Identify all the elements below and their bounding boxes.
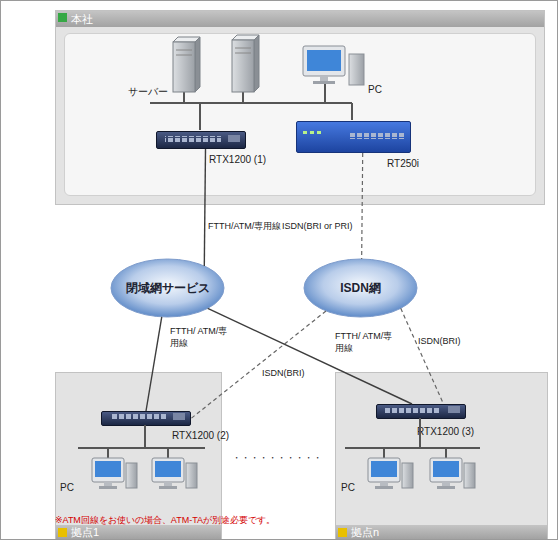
band-marker	[338, 528, 347, 537]
link-label: ISDN(BRI)	[262, 367, 305, 379]
device-label: RTX1200 (3)	[417, 426, 474, 437]
inner-panel	[64, 33, 536, 196]
isdn-link	[362, 153, 363, 259]
pc-icon	[368, 458, 413, 489]
text-label: ・・・・・・・・・・	[232, 452, 322, 465]
cloud-text-holder: 閉域網サービス	[110, 258, 225, 318]
router-device: RTX1200 (1)	[156, 131, 246, 149]
site-box: 本社 RTX1200 (1) RT250i	[55, 10, 545, 205]
device-label: RTX1200 (1)	[209, 154, 266, 165]
link-label: FTTH/ATM/専用線	[208, 220, 281, 232]
router-device: RTX1200 (2)	[101, 411, 191, 426]
site-band: 本社	[56, 11, 544, 27]
wan-link	[204, 149, 205, 266]
pc-icon	[430, 458, 475, 489]
isdn-link	[401, 308, 444, 404]
site-name: 拠点1	[71, 525, 99, 539]
site-name: 拠点n	[351, 525, 379, 539]
cloud-name: 閉域網サービス	[126, 280, 210, 297]
site-band: 拠点1	[56, 525, 221, 539]
link-label: ISDN(BRI or PRI)	[282, 220, 353, 232]
pc-icon	[152, 458, 197, 489]
router-ports	[110, 131, 460, 420]
server-icon	[173, 37, 200, 92]
network-cloud: ISDN網	[303, 258, 418, 318]
isdn-link	[191, 311, 326, 419]
cloud-name: ISDN網	[340, 280, 381, 297]
cloud-outline	[304, 259, 417, 317]
lan-wires	[78, 84, 480, 458]
link-label: FTTH/ ATM/専用線	[335, 330, 393, 354]
wan-link	[208, 308, 412, 404]
network-cloud: 閉域網サービス	[110, 258, 225, 318]
device-label: RTX1200 (2)	[172, 430, 229, 441]
band-marker	[58, 13, 67, 22]
pc-icon	[303, 46, 364, 85]
site-name: 本社	[71, 11, 93, 27]
site-box: 拠点1 RTX1200 (2)	[55, 372, 222, 540]
cloud-text-holder: ISDN網	[303, 258, 418, 318]
server-icon	[232, 35, 259, 92]
site-box: 拠点n RTX1200 (3)	[335, 372, 548, 540]
cloud-outline	[111, 259, 224, 317]
link-label: FTTH/ ATM/専用線	[170, 325, 228, 349]
link-label: ISDN(BRI)	[418, 335, 461, 347]
band-marker	[58, 528, 67, 537]
router-device: RT250i	[296, 121, 411, 153]
wan-link	[146, 317, 162, 411]
device-label: RT250i	[387, 158, 419, 169]
pc-icon	[92, 458, 137, 489]
site-band: 拠点n	[336, 525, 547, 539]
router-device: RTX1200 (3)	[376, 404, 466, 419]
